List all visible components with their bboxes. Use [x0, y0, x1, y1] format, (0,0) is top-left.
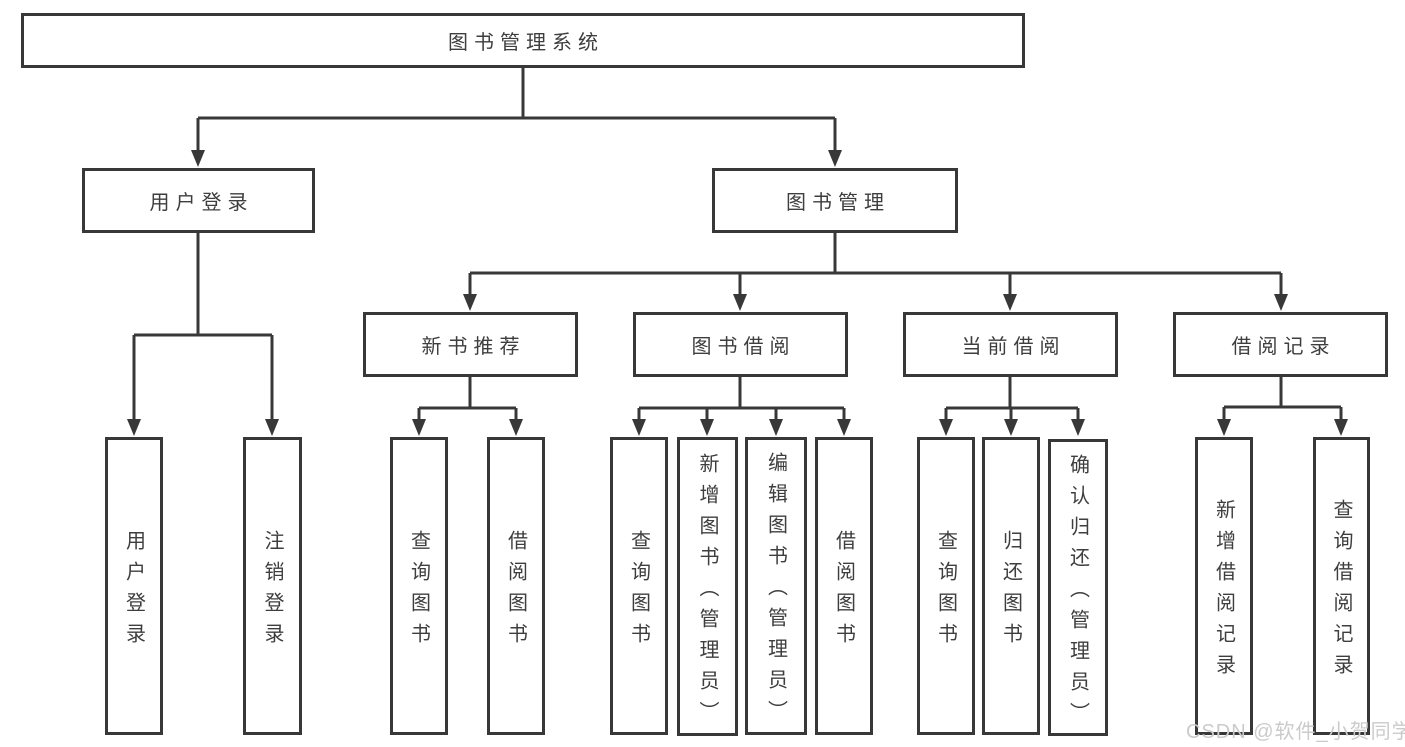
leaf-borrow-query-books-label: 查询图书: [627, 529, 650, 654]
node-book-borrowing-label: 图书借阅: [691, 336, 796, 358]
leaf-borrow-add-books-admin-label: 新增图书（管理员）: [696, 452, 718, 732]
leaf-borrow-borrow-books-label: 借阅图书: [832, 529, 855, 654]
node-root-system: 图书管理系统: [21, 13, 1025, 68]
leaf-current-return-books: 归还图书: [982, 437, 1040, 735]
leaf-user-login: 用户登录: [105, 437, 163, 735]
connector-records-children: [1217, 377, 1348, 436]
leaf-borrow-add-books-admin: 新增图书（管理员）: [677, 437, 738, 736]
leaf-logout-label: 注销登录: [261, 529, 283, 654]
node-book-management-label: 图书管理: [786, 192, 890, 214]
csdn-watermark: CSDN @软件_小贺同学: [1186, 721, 1405, 743]
leaf-records-add-record-label: 新增借阅记录: [1212, 498, 1235, 685]
node-root-system-label: 图书管理系统: [448, 32, 604, 54]
leaf-borrow-query-books: 查询图书: [610, 437, 668, 735]
node-user-login: 用户登录: [82, 168, 315, 233]
node-borrowing-records-label: 借阅记录: [1231, 336, 1336, 358]
leaf-borrow-edit-books-admin-label: 编辑图书（管理员）: [764, 452, 787, 731]
connector-new-rec-children: [412, 377, 523, 436]
connector-current-children: [939, 377, 1085, 436]
leaf-newrec-query-books-label: 查询图书: [407, 529, 430, 654]
node-current-borrowing-label: 当前借阅: [961, 336, 1066, 358]
connector-user-login-children: [127, 233, 279, 436]
node-new-book-recommend: 新书推荐: [363, 312, 578, 377]
leaf-user-login-label: 用户登录: [122, 529, 145, 654]
leaf-current-query-books-label: 查询图书: [934, 529, 957, 654]
leaf-records-query-record: 查询借阅记录: [1313, 437, 1370, 735]
leaf-current-confirm-return-admin: 确认归还（管理员）: [1048, 439, 1108, 736]
leaf-newrec-query-books: 查询图书: [390, 437, 448, 735]
node-current-borrowing: 当前借阅: [903, 312, 1118, 377]
connector-book-mgmt-to-level3: [463, 233, 1288, 311]
leaf-records-query-record-label: 查询借阅记录: [1330, 498, 1352, 685]
leaf-logout: 注销登录: [243, 437, 302, 735]
node-user-login-label: 用户登录: [149, 192, 254, 214]
node-book-borrowing: 图书借阅: [633, 312, 848, 377]
connector-root-to-level2: [191, 68, 842, 167]
leaf-current-confirm-return-admin-label: 确认归还（管理员）: [1066, 453, 1089, 733]
leaf-current-query-books: 查询图书: [917, 437, 975, 735]
leaf-borrow-borrow-books: 借阅图书: [815, 437, 873, 735]
connector-borrowing-children: [632, 377, 851, 436]
leaf-current-return-books-label: 归还图书: [999, 529, 1022, 654]
leaf-newrec-borrow-books: 借阅图书: [487, 437, 545, 735]
leaf-borrow-edit-books-admin: 编辑图书（管理员）: [745, 437, 807, 735]
node-new-book-recommend-label: 新书推荐: [421, 336, 526, 358]
leaf-newrec-borrow-books-label: 借阅图书: [504, 529, 527, 654]
leaf-records-add-record: 新增借阅记录: [1195, 437, 1253, 735]
node-borrowing-records: 借阅记录: [1173, 312, 1388, 377]
node-book-management: 图书管理: [712, 168, 958, 233]
